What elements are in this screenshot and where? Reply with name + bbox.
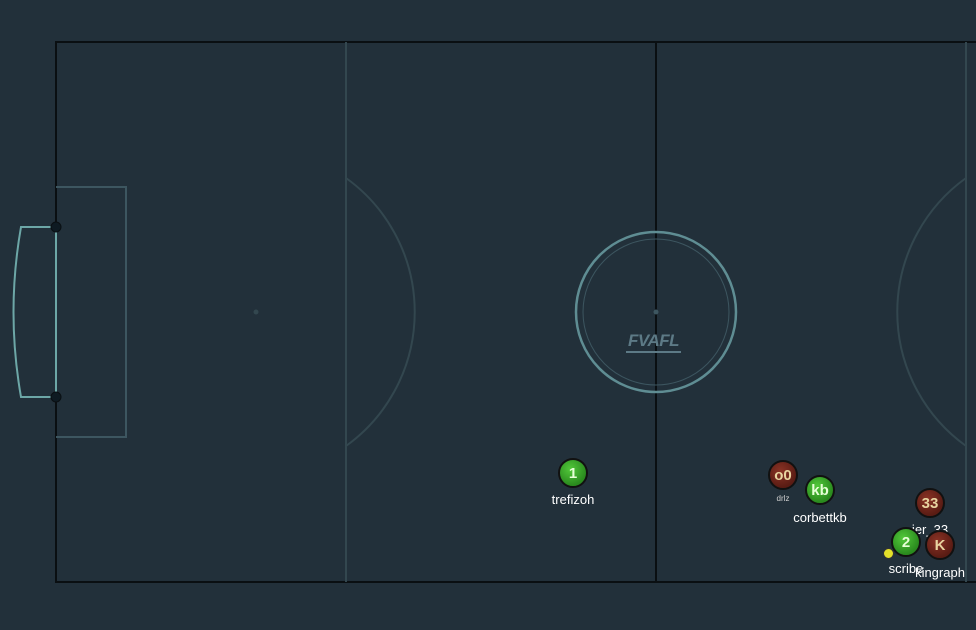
left-goal xyxy=(12,226,56,398)
player-token-scribe[interactable]: 2 xyxy=(891,527,921,557)
ball[interactable] xyxy=(883,548,894,559)
league-logo: FVAFL xyxy=(626,331,682,353)
right-arc xyxy=(896,177,967,447)
left-goal-area xyxy=(56,186,127,438)
player-token-ier_33[interactable]: 33 xyxy=(915,488,945,518)
left-goalpost-top xyxy=(50,221,62,233)
player-name-trefizoh: trefizoh xyxy=(551,492,595,507)
left-goalpost-bottom xyxy=(50,391,62,403)
center-spot xyxy=(653,309,659,315)
left-penalty-spot xyxy=(253,309,259,315)
player-token-trefizoh[interactable]: 1 xyxy=(558,458,588,488)
player-name-kingraph: kingraph xyxy=(915,565,965,580)
player-name-scribe: scribe xyxy=(888,561,924,576)
player-token-drlz[interactable]: o0 xyxy=(768,460,798,490)
player-name-corbettkb: corbettkb xyxy=(793,510,847,525)
pitch-boundary xyxy=(55,41,976,583)
player-token-kingraph[interactable]: K xyxy=(925,530,955,560)
player-token-corbettkb[interactable]: kb xyxy=(805,475,835,505)
left-arc xyxy=(345,177,416,447)
player-name-drlz: drlz xyxy=(776,494,790,503)
center-circle xyxy=(574,230,738,394)
